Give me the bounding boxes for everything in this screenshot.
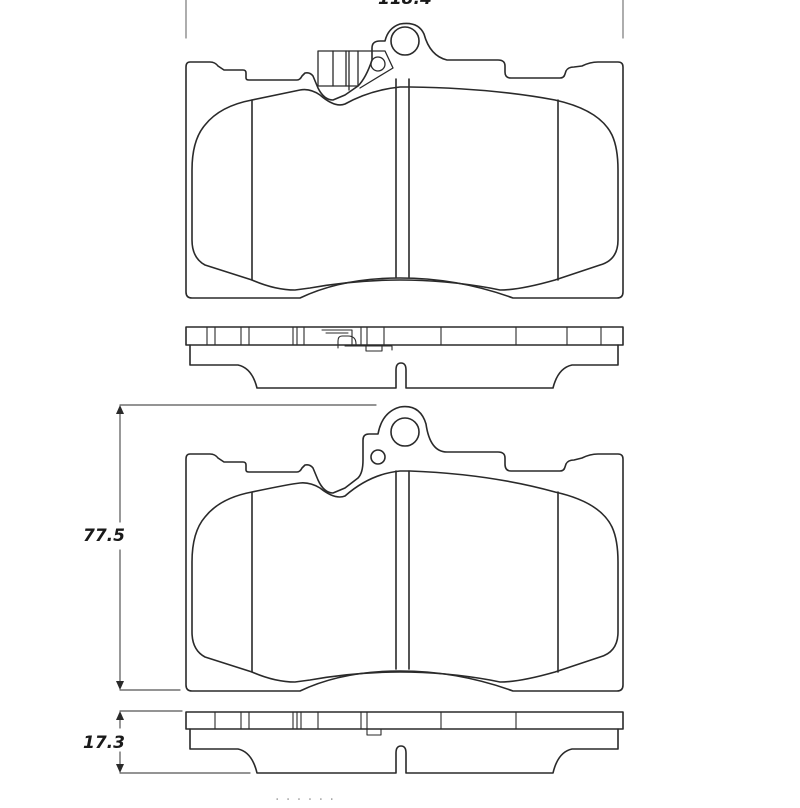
width-dimension-lines [185,0,624,39]
wear-sensor [317,50,394,91]
arrow-down-icon [116,764,124,773]
top-pad-front-view [185,22,624,299]
mounting-hole [390,417,420,447]
thickness-dimension-label: 17.3 [83,733,125,753]
diagram-caption: · · · · · · [275,792,335,808]
bottom-pad-front-view [185,405,624,692]
locating-pin-hole [370,449,386,465]
bottom-pad-side-view [185,711,624,774]
arrow-down-icon [116,681,124,690]
arrow-up-icon [116,711,124,720]
mounting-hole [390,26,420,56]
height-dimension [116,404,377,691]
top-pad-side-view [185,326,624,389]
height-dimension-label: 77.5 [83,526,125,546]
thickness-dimension [116,710,251,774]
width-dimension-label: 118.4 [378,0,432,8]
arrow-up-icon [116,405,124,414]
